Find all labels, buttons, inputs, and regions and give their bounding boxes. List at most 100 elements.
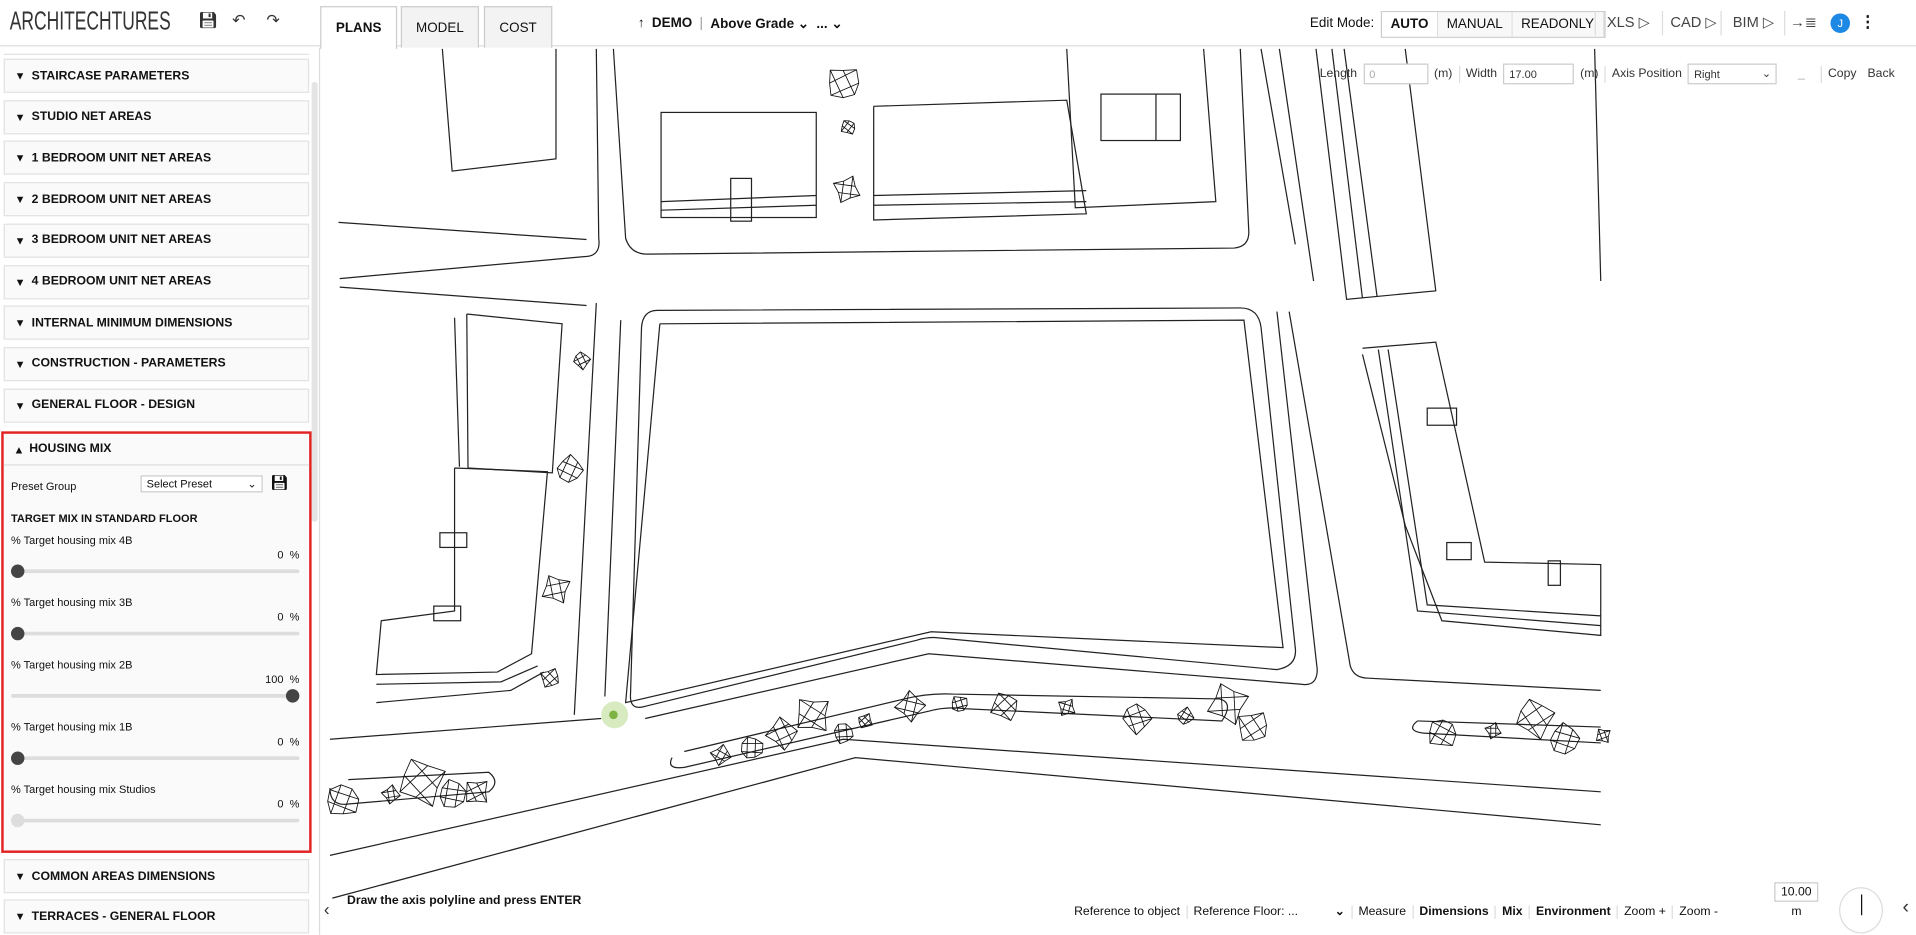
housing-mix-slider[interactable]	[10, 751, 300, 765]
more-vert-icon[interactable]: ⋮	[1859, 12, 1876, 31]
housing-mix-slider[interactable]	[10, 813, 300, 828]
section-4-bedroom-unit-net-areas[interactable]: ▼4 BEDROOM UNIT NET AREAS	[3, 264, 310, 299]
housing-mix-header[interactable]: ▲HOUSING MIX	[3, 434, 310, 466]
axis-position-label: Axis Position	[1611, 67, 1682, 81]
section-internal-minimum-dimensions[interactable]: ▼INTERNAL MINIMUM DIMENSIONS	[3, 305, 310, 340]
sidebar-scrollbar[interactable]	[311, 81, 318, 522]
section-1-bedroom-unit-net-areas[interactable]: ▼1 BEDROOM UNIT NET AREAS	[3, 141, 310, 176]
slider-value: 0 %	[277, 735, 300, 748]
tree-icon	[832, 175, 861, 204]
export-cad-button[interactable]: CAD ▷	[1670, 13, 1717, 31]
slider-handle[interactable]	[10, 813, 25, 828]
housing-mix-slider[interactable]	[10, 689, 300, 703]
sidebar: ▲HOUSING MIX Preset Group Select Preset⌄…	[0, 47, 321, 935]
avatar[interactable]: J	[1830, 13, 1851, 33]
save-icon[interactable]: 💾︎	[197, 10, 219, 30]
axis-position-select[interactable]: Right⌄	[1687, 63, 1778, 85]
chevron-down-icon: ▼	[14, 110, 26, 124]
export-xls-button[interactable]: XLS ▷	[1606, 13, 1650, 31]
slider-handle[interactable]	[10, 751, 25, 765]
separator: |	[699, 15, 704, 31]
bottom-toolbar: Reference to object Reference Floor: ...…	[1074, 902, 1718, 922]
level-dropdown[interactable]: Above Grade ⌄	[710, 17, 810, 32]
export-bim-button[interactable]: BIM ▷	[1732, 13, 1775, 31]
tree-icon	[439, 778, 467, 808]
undo-icon[interactable]: ↶	[232, 10, 246, 30]
collapse-right-icon[interactable]: ‹	[1902, 896, 1910, 918]
edit-mode-label: Edit Mode:	[1309, 15, 1375, 31]
top-bar: ARCHITECHTURES 💾︎ ↶ ↷ PLANS MODEL COST ↑…	[0, 0, 1916, 49]
reference-object-button[interactable]: Reference to object	[1074, 904, 1181, 919]
chevron-up-icon: ▲	[13, 442, 25, 456]
length-input[interactable]: 0	[1363, 63, 1428, 85]
housing-mix-slider[interactable]	[10, 626, 300, 641]
housing-mix-slider[interactable]	[10, 564, 300, 578]
section-common-areas-dimensions[interactable]: ▼COMMON AREAS DIMENSIONS	[3, 859, 310, 894]
zoom-out-button[interactable]: Zoom -	[1671, 904, 1718, 919]
more-dropdown[interactable]: ... ⌄	[816, 17, 843, 32]
dash-button[interactable]: _	[1797, 67, 1805, 81]
chevron-down-icon: ▼	[14, 275, 26, 288]
mix-button[interactable]: Mix	[1494, 904, 1523, 919]
up-arrow-icon[interactable]: ↑	[637, 15, 645, 31]
section-3-bedroom-unit-net-areas[interactable]: ▼3 BEDROOM UNIT NET AREAS	[3, 223, 310, 258]
export-list-icon[interactable]: →≣	[1790, 13, 1818, 31]
plan-canvas[interactable]	[320, 48, 1916, 935]
slider-value: 100 %	[265, 673, 300, 686]
tree-icon	[1206, 683, 1250, 726]
slider-label: % Target housing mix 2B	[10, 658, 133, 671]
tree-icon	[1122, 703, 1153, 736]
chevron-down-icon: ▼	[14, 910, 26, 923]
tab-plans[interactable]: PLANS	[320, 6, 398, 49]
chevron-down-icon: ▼	[14, 234, 26, 247]
edit-mode-toggle: AUTO MANUAL READONLY	[1380, 10, 1606, 38]
environment-button[interactable]: Environment	[1528, 904, 1611, 919]
copy-button[interactable]: Copy	[1827, 67, 1857, 81]
slider-handle[interactable]	[285, 689, 300, 703]
section-terraces-general-floor[interactable]: ▼TERRACES - GENERAL FLOOR	[3, 899, 310, 934]
app-logo: ARCHITECHTURES	[9, 7, 171, 36]
section-staircase-parameters[interactable]: ▼STAIRCASE PARAMETERS	[3, 58, 310, 93]
slider-value: 0 %	[277, 610, 300, 624]
preset-group-label: Preset Group	[10, 480, 77, 493]
redo-icon[interactable]: ↷	[266, 10, 280, 30]
chevron-down-icon: ▼	[14, 69, 26, 82]
chevron-down-icon: ▼	[14, 316, 26, 329]
dimensions-button[interactable]: Dimensions	[1412, 904, 1489, 919]
tab-cost[interactable]: COST	[483, 6, 553, 48]
chevron-down-icon: ▼	[14, 151, 26, 165]
zoom-in-button[interactable]: Zoom +	[1616, 904, 1666, 919]
collapse-left-icon[interactable]: ‹	[323, 899, 330, 919]
compass[interactable]	[1839, 887, 1884, 934]
measure-button[interactable]: Measure	[1351, 904, 1406, 919]
back-button[interactable]: Back	[1867, 67, 1895, 81]
slider-handle[interactable]	[10, 564, 25, 578]
width-unit: (m)	[1580, 67, 1599, 81]
width-input[interactable]: 17.00	[1503, 63, 1575, 85]
edit-mode-manual[interactable]: MANUAL	[1438, 12, 1513, 37]
scale-input[interactable]: 10.00	[1774, 882, 1819, 902]
section-2-bedroom-unit-net-areas[interactable]: ▼2 BEDROOM UNIT NET AREAS	[3, 182, 310, 217]
slider-label: % Target housing mix Studios	[10, 783, 156, 796]
length-label: Length	[1319, 67, 1358, 81]
section-studio-net-areas[interactable]: ▼STUDIO NET AREAS	[3, 99, 310, 135]
slider-handle[interactable]	[10, 626, 25, 641]
tree-icon	[740, 736, 764, 759]
cursor-point	[609, 710, 618, 720]
target-mix-subtitle: TARGET MIX IN STANDARD FLOOR	[10, 511, 198, 525]
preset-select[interactable]: Select Preset⌄	[140, 475, 263, 493]
project-name[interactable]: DEMO	[651, 15, 693, 31]
edit-mode-auto[interactable]: AUTO	[1382, 12, 1439, 37]
section-general-floor-design[interactable]: ▼GENERAL FLOOR - DESIGN	[3, 388, 310, 423]
save-preset-icon[interactable]: 💾︎	[270, 474, 289, 492]
slider-label: % Target housing mix 1B	[10, 720, 133, 734]
section-construction-parameters[interactable]: ▼CONSTRUCTION - PARAMETERS	[3, 346, 310, 382]
slider-value: 0 %	[277, 548, 300, 561]
chevron-down-icon: ▼	[14, 193, 26, 206]
edit-mode-readonly[interactable]: READONLY	[1512, 12, 1604, 37]
chevron-down-icon: ▼	[14, 357, 26, 371]
status-instruction: Draw the axis polyline and press ENTER	[347, 894, 582, 908]
tab-model[interactable]: MODEL	[400, 6, 480, 48]
reference-floor-select[interactable]: Reference Floor: ...⌄	[1186, 904, 1345, 919]
length-unit: (m)	[1434, 67, 1453, 81]
